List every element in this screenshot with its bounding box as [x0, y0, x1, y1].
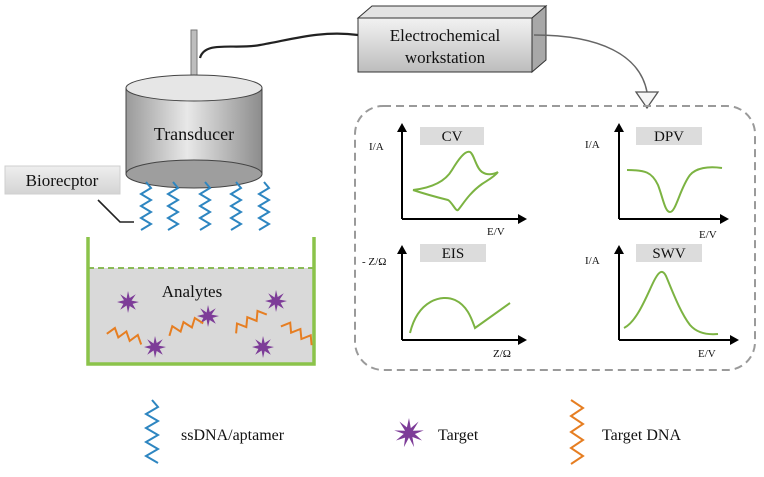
panel-eis: EIS - Z/Ω Z/Ω [362, 244, 527, 360]
ssdna-strand-icon [139, 181, 153, 231]
swv-curve [623, 270, 719, 336]
arrow-to-measurements [533, 34, 648, 93]
bioreceptor-label-group: Biorecptor [4, 165, 134, 223]
workstation-label-line1: Electrochemical [390, 26, 501, 45]
transducer-label: Transducer [154, 124, 234, 144]
target-dna-icon [168, 316, 204, 337]
target-dna-icon [280, 321, 313, 346]
analytes-label: Analytes [162, 282, 222, 301]
panel-cv-ylabel: I/A [369, 141, 384, 153]
panel-cv-xlabel: E/V [487, 226, 505, 238]
arrow-head [634, 91, 660, 110]
cable [198, 32, 359, 59]
panel-eis-title: EIS [442, 246, 465, 262]
orange-zigzag-icon [569, 399, 585, 465]
target-dna-icon [235, 309, 268, 334]
cv-curve [412, 150, 499, 212]
panel-dpv-xlabel: E/V [699, 229, 717, 241]
panel-cv: CV I/A E/V [369, 123, 527, 238]
measurements-box [354, 105, 756, 371]
legend-target-dna-label: Target DNA [602, 427, 681, 444]
ssdna-strand-icon [229, 181, 243, 231]
panel-dpv: DPV I/A E/V [585, 123, 729, 241]
target-star-icon [265, 290, 287, 312]
bioreceptor-label: Biorecptor [26, 171, 99, 190]
target-star-icon [252, 336, 274, 358]
panel-swv: SWV I/A E/V [585, 244, 739, 360]
dpv-curve [626, 166, 723, 214]
panel-dpv-title: DPV [654, 129, 684, 145]
transducer: Transducer [125, 29, 263, 189]
target-star-icon [144, 336, 166, 358]
workstation-label-line2: workstation [405, 48, 486, 67]
panel-dpv-ylabel: I/A [585, 139, 600, 151]
ssdna-strand-icon [166, 181, 180, 231]
panel-eis-ylabel: - Z/Ω [362, 256, 386, 268]
analytes-contents [106, 290, 313, 358]
ssdna-strand-icon [198, 181, 212, 231]
ssdna-strand-icon [257, 181, 271, 231]
legend-target-label: Target [438, 427, 479, 444]
legend-icons [144, 399, 585, 465]
target-star-icon [197, 305, 219, 327]
target-star-icon [117, 291, 139, 313]
workstation-box: Electrochemical workstation [356, 4, 548, 74]
panel-cv-title: CV [442, 129, 463, 145]
panel-swv-title: SWV [652, 246, 686, 262]
eis-curve [409, 296, 511, 334]
legend-ssdna-label: ssDNA/aptamer [181, 427, 285, 444]
legend: ssDNA/aptamer Target Target DNA [144, 399, 681, 465]
target-dna-icon [106, 326, 143, 345]
purple-star-icon [394, 418, 424, 448]
panel-eis-xlabel: Z/Ω [493, 348, 511, 360]
panel-swv-xlabel: E/V [698, 348, 716, 360]
blue-wave-icon [144, 399, 160, 464]
ssdna-strands [139, 181, 271, 231]
panel-swv-ylabel: I/A [585, 255, 600, 267]
